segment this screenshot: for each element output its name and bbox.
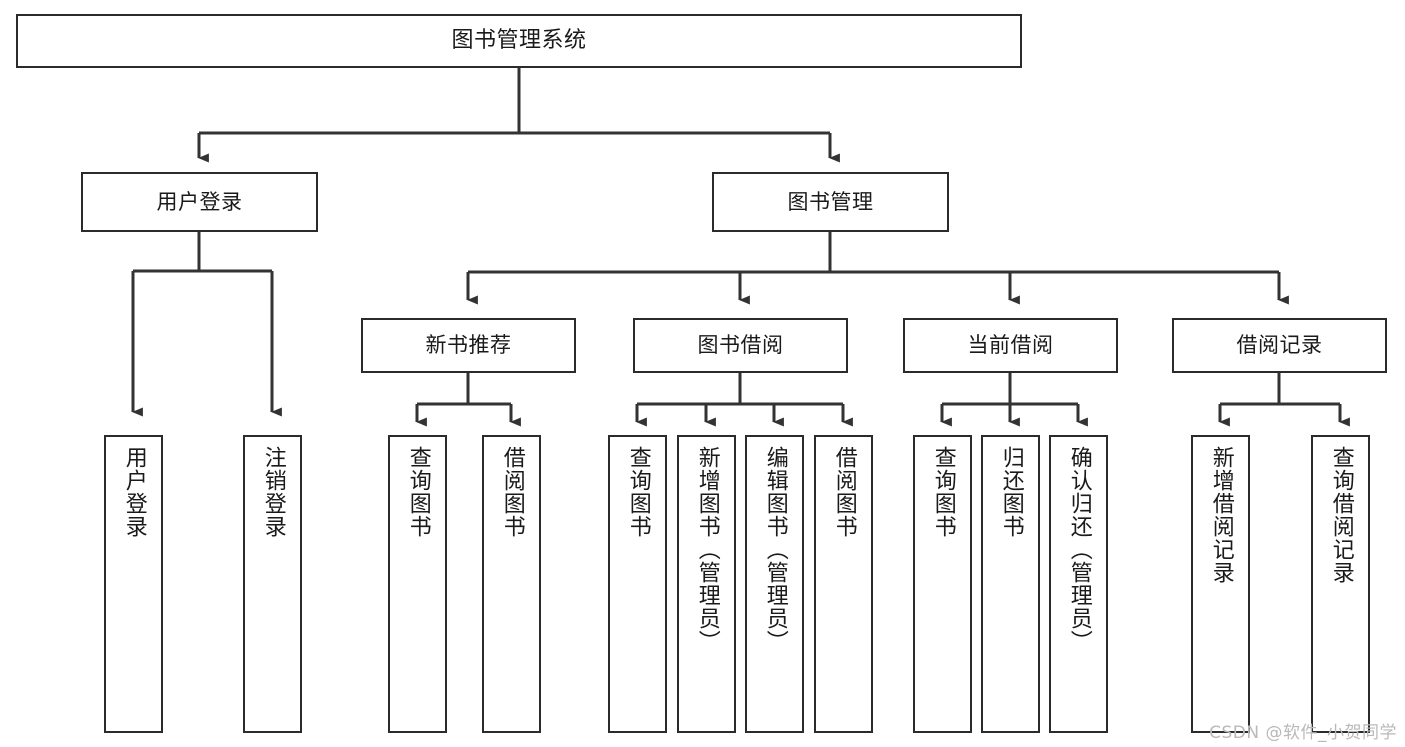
node-leaf-borrow-book-1-label: 借阅图书 bbox=[499, 446, 525, 538]
node-new-book-rec[interactable]: 新书推荐 bbox=[361, 318, 576, 373]
node-leaf-edit-book[interactable]: 编辑图书（管理员） bbox=[745, 435, 804, 733]
node-leaf-query-book-1-label: 查询图书 bbox=[405, 446, 431, 538]
node-leaf-query-book-2-label: 查询图书 bbox=[625, 446, 651, 538]
node-current-borrow[interactable]: 当前借阅 bbox=[903, 318, 1118, 373]
node-leaf-user-logout-label: 注销登录 bbox=[260, 446, 286, 538]
node-leaf-borrow-book-1[interactable]: 借阅图书 bbox=[482, 435, 541, 733]
node-leaf-query-book-3[interactable]: 查询图书 bbox=[913, 435, 972, 733]
node-leaf-user-logout[interactable]: 注销登录 bbox=[243, 435, 302, 733]
node-book-borrow-label: 图书借阅 bbox=[697, 333, 784, 358]
node-leaf-confirm-return-label: 确认归还（管理员） bbox=[1066, 446, 1092, 653]
node-leaf-borrow-book-2-label: 借阅图书 bbox=[831, 446, 857, 538]
node-book-borrow[interactable]: 图书借阅 bbox=[633, 318, 848, 373]
watermark-text: CSDN @软件_小贺同学 bbox=[1209, 723, 1397, 743]
node-book-manage[interactable]: 图书管理 bbox=[712, 172, 949, 232]
node-leaf-return-book[interactable]: 归还图书 bbox=[981, 435, 1040, 733]
node-leaf-query-record[interactable]: 查询借阅记录 bbox=[1311, 435, 1370, 733]
node-root-label: 图书管理系统 bbox=[451, 28, 587, 54]
node-leaf-add-book-label: 新增图书（管理员） bbox=[694, 446, 720, 653]
node-leaf-return-book-label: 归还图书 bbox=[998, 446, 1024, 538]
node-leaf-edit-book-label: 编辑图书（管理员） bbox=[762, 446, 788, 653]
node-leaf-query-book-3-label: 查询图书 bbox=[930, 446, 956, 538]
node-leaf-user-login-label: 用户登录 bbox=[121, 446, 147, 538]
node-leaf-query-record-label: 查询借阅记录 bbox=[1328, 446, 1354, 584]
node-new-book-rec-label: 新书推荐 bbox=[425, 333, 512, 358]
node-user-login-label: 用户登录 bbox=[156, 189, 243, 214]
node-book-manage-label: 图书管理 bbox=[787, 189, 874, 214]
node-leaf-borrow-book-2[interactable]: 借阅图书 bbox=[814, 435, 873, 733]
node-leaf-add-book[interactable]: 新增图书（管理员） bbox=[677, 435, 736, 733]
node-leaf-query-book-2[interactable]: 查询图书 bbox=[608, 435, 667, 733]
node-root[interactable]: 图书管理系统 bbox=[16, 14, 1022, 68]
node-user-login[interactable]: 用户登录 bbox=[81, 172, 318, 232]
node-leaf-confirm-return[interactable]: 确认归还（管理员） bbox=[1049, 435, 1108, 733]
node-leaf-user-login[interactable]: 用户登录 bbox=[104, 435, 163, 733]
node-leaf-query-book-1[interactable]: 查询图书 bbox=[388, 435, 447, 733]
node-leaf-add-record-label: 新增借阅记录 bbox=[1208, 446, 1234, 584]
node-borrow-record[interactable]: 借阅记录 bbox=[1172, 318, 1387, 373]
node-current-borrow-label: 当前借阅 bbox=[967, 333, 1054, 358]
node-leaf-add-record[interactable]: 新增借阅记录 bbox=[1191, 435, 1250, 733]
node-borrow-record-label: 借阅记录 bbox=[1236, 333, 1323, 358]
